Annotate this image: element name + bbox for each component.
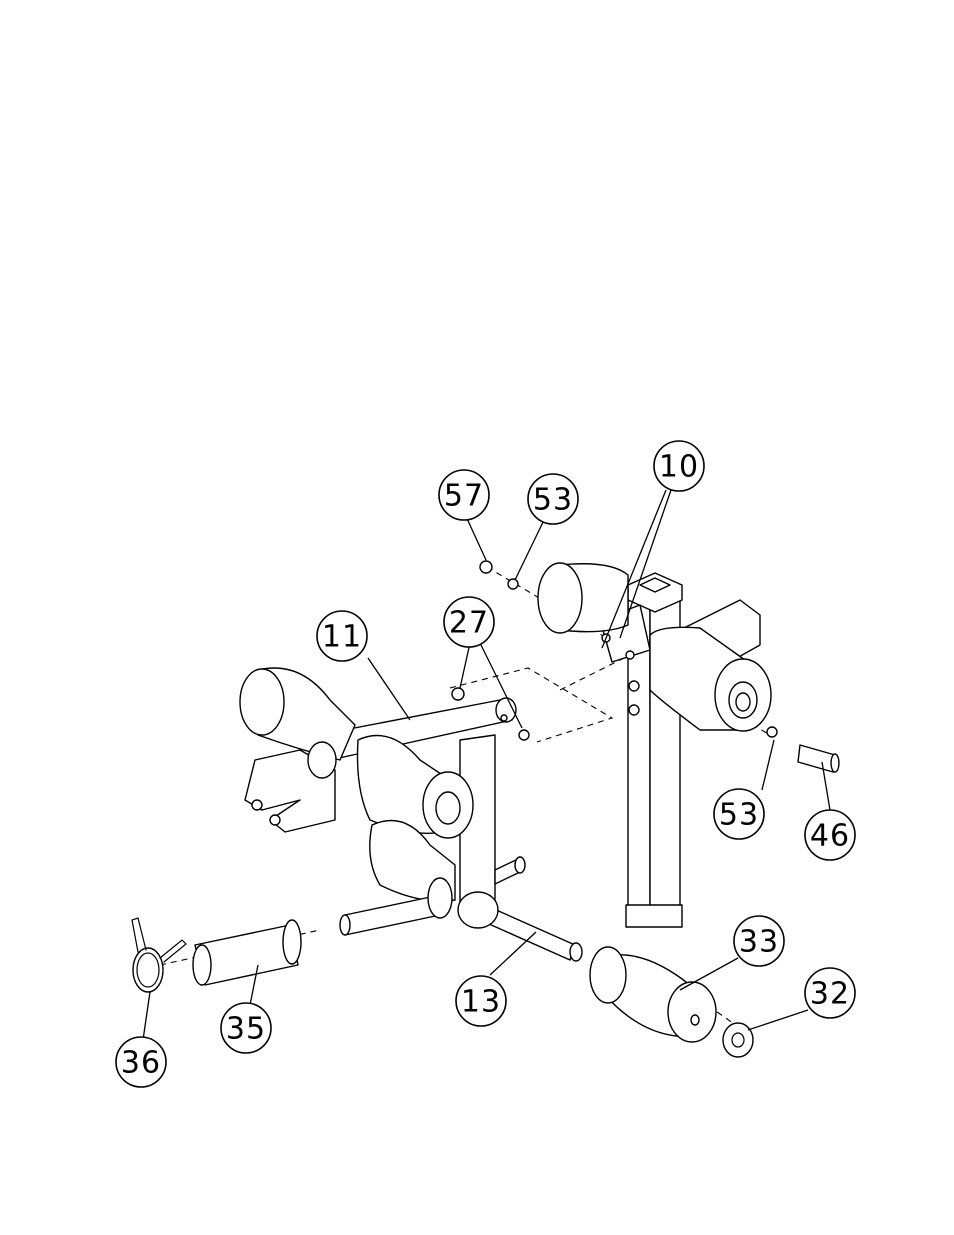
label-32: 32: [810, 977, 850, 1012]
balloon-53-lower: 53: [714, 789, 764, 839]
roller-pad-left-back: [240, 668, 355, 760]
label-33: 33: [739, 925, 779, 960]
label-36: 36: [121, 1046, 161, 1081]
spring-clip: [132, 918, 186, 992]
bolt-46: [798, 745, 835, 772]
balloon-13: 13: [456, 976, 506, 1026]
roller-pad-upper-left: [538, 563, 628, 633]
tube-end-cap: [308, 742, 336, 778]
balloon-27: 27: [444, 597, 494, 647]
label-11: 11: [322, 620, 362, 655]
nut-27-right: [519, 730, 529, 740]
label-13: 13: [461, 985, 501, 1020]
nut-27-left: [452, 688, 464, 700]
nut-57: [480, 561, 492, 573]
balloon-36: 36: [116, 1037, 166, 1087]
label-53-lower: 53: [719, 798, 759, 833]
roller-pad-33: [590, 947, 716, 1042]
label-35: 35: [226, 1012, 266, 1047]
balloon-33: 33: [734, 916, 784, 966]
label-10: 10: [659, 450, 699, 485]
roller-pad-left-front: [358, 736, 474, 839]
roller-pad-35: [193, 920, 301, 985]
label-46: 46: [810, 819, 850, 854]
end-cap-washer: [723, 1023, 753, 1057]
balloon-11: 11: [317, 611, 367, 661]
washer-53-lower: [767, 727, 777, 737]
label-53-upper: 53: [533, 483, 573, 518]
balloon-32: 32: [805, 968, 855, 1018]
washer-53-upper: [508, 579, 518, 589]
balloon-10: 10: [654, 441, 704, 491]
label-57: 57: [444, 479, 484, 514]
balloon-57: 57: [439, 470, 489, 520]
balloon-35: 35: [221, 1003, 271, 1053]
balloon-46: 46: [805, 810, 855, 860]
balloon-53-upper: 53: [528, 474, 578, 524]
label-27: 27: [449, 606, 489, 641]
